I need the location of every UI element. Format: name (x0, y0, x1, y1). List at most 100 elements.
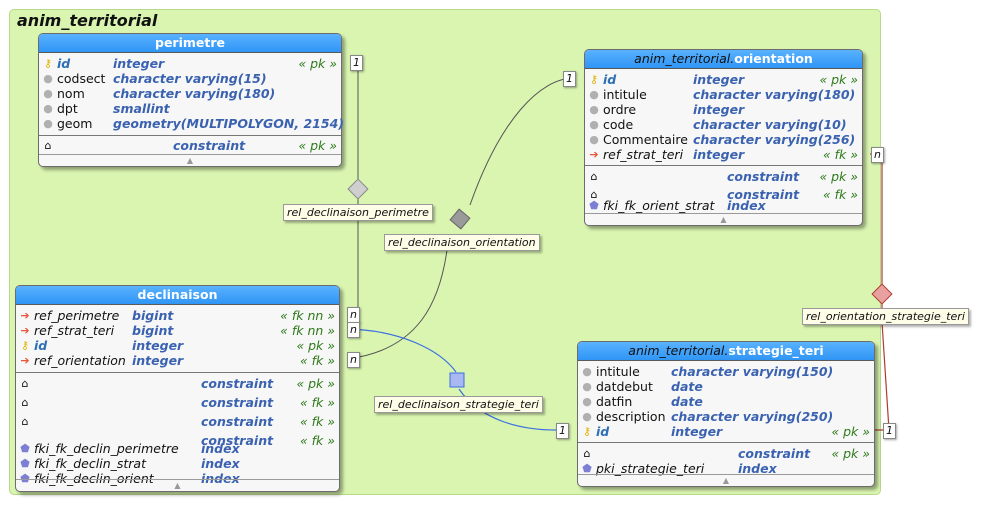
constraint-row[interactable]: ⌂constraint« pk » (39, 138, 341, 153)
constraint-icon: ⌂ (21, 396, 29, 409)
column-icon: ● (582, 365, 592, 378)
column-name: dpt (57, 101, 78, 116)
column-tag: « pk » (298, 56, 337, 71)
schema-prefix: anim_territorial. (628, 343, 729, 358)
column-type: character varying(180) (693, 87, 856, 102)
column-tag: « fk » (299, 353, 335, 368)
collapse-toggle[interactable]: ▲ (16, 479, 339, 491)
collapse-toggle[interactable]: ▲ (39, 154, 341, 166)
collapse-toggle[interactable]: ▲ (585, 213, 862, 225)
column-type: integer (693, 102, 745, 117)
foreign-key-icon: ➔ (589, 148, 599, 161)
constraint-row[interactable]: ⌂constraint« pk » (585, 169, 862, 187)
constraint-icon: ⌂ (21, 377, 29, 390)
index-type: index (738, 461, 777, 476)
collapse-toggle[interactable]: ▲ (578, 474, 874, 486)
column-icon: ● (582, 410, 592, 423)
column-type: date (671, 379, 703, 394)
column-icon: ● (43, 87, 53, 100)
column-name: ref_strat_teri (34, 323, 115, 338)
column-type: integer (671, 424, 723, 439)
column-tag: « fk nn » (280, 323, 335, 338)
index-icon: ⬟ (20, 457, 30, 470)
column-name: nom (57, 86, 85, 101)
card-perimetre-1: 1 (350, 55, 363, 71)
constraint-label: constraint (738, 446, 811, 461)
column-name: intitule (596, 364, 640, 379)
primary-key-icon: ⚷ (582, 425, 592, 438)
primary-key-icon: ⚷ (20, 339, 30, 352)
constraint-row[interactable]: constraint« fk » (16, 433, 339, 448)
index-name: pki_strategie_teri (596, 461, 705, 476)
column-tag: « pk » (831, 424, 870, 439)
constraint-tag: « pk » (296, 376, 335, 391)
table-title: orientation (734, 51, 813, 66)
column-tag: « pk » (296, 338, 335, 353)
column-type: geometry(MULTIPOLYGON, 2154) (113, 116, 344, 131)
constraint-label: constraint (727, 169, 800, 184)
index-icon: ⬟ (582, 462, 592, 475)
column-tag: « pk » (819, 72, 858, 87)
table-strategie-teri[interactable]: anim_territorial.strategie_teri ●intitul… (577, 341, 875, 487)
schema-title: anim_territorial (17, 11, 158, 30)
index-name: fki_fk_orient_strat (603, 198, 715, 213)
constraint-row[interactable]: ⌂constraint« pk » (16, 376, 339, 395)
column-type: integer (132, 338, 184, 353)
constraint-tag: « pk » (819, 169, 858, 184)
primary-key-icon: ⚷ (43, 57, 53, 70)
column-name: id (34, 338, 48, 353)
rel-label-orientation[interactable]: rel_declinaison_orientation (384, 234, 540, 251)
constraint-tag: « fk » (299, 433, 335, 448)
constraint-row[interactable]: ⌂constraint« fk » (16, 395, 339, 414)
column-icon: ● (43, 72, 53, 85)
constraint-row[interactable]: ⌂constraint« fk » (585, 187, 862, 202)
index-type: index (201, 441, 240, 456)
constraint-icon: ⌂ (44, 139, 52, 152)
constraint-icon: ⌂ (583, 447, 591, 460)
constraint-row[interactable]: ⌂constraint« pk » (578, 446, 874, 461)
index-icon: ⬟ (589, 199, 599, 212)
primary-key-icon: ⚷ (589, 73, 599, 86)
card-declin-perimetre-n: n (347, 307, 360, 323)
column-name: Commentaire (603, 132, 688, 147)
index-type: index (201, 471, 240, 486)
rel-label-strategie[interactable]: rel_declinaison_strategie_teri (374, 396, 543, 413)
rel-label-orient-strat[interactable]: rel_orientation_strategie_teri (802, 308, 969, 325)
column-type: integer (693, 72, 745, 87)
index-row[interactable]: ⬟ pki_strategie_teri index (578, 461, 874, 476)
column-type: integer (113, 56, 165, 71)
rel-label-perimetre[interactable]: rel_declinaison_perimetre (283, 204, 433, 221)
foreign-key-icon: ➔ (20, 354, 30, 367)
column-name: datdebut (596, 379, 653, 394)
table-row[interactable]: ⚷ id integer « pk » (16, 338, 339, 353)
constraint-row[interactable]: ⌂constraint« fk » (16, 414, 339, 433)
index-name: fki_fk_declin_orient (34, 471, 154, 486)
constraint-tag: « fk » (299, 414, 335, 429)
